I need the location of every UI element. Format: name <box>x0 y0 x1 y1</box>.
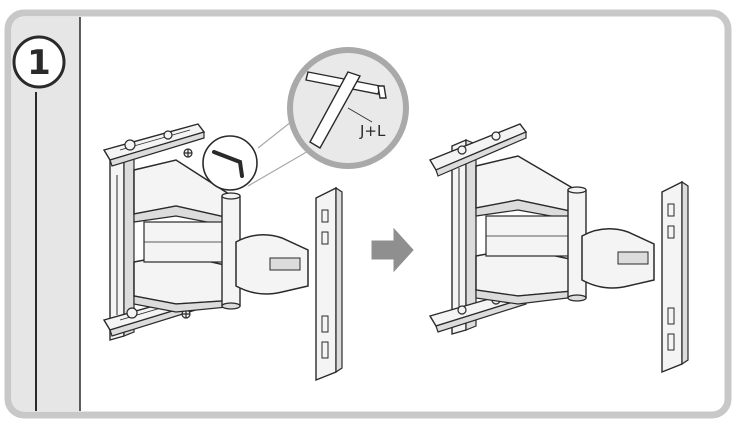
top-screws <box>124 130 193 158</box>
top-rail <box>428 123 528 177</box>
vesa-bracket <box>315 186 343 382</box>
tool-small-magnifier <box>202 135 258 191</box>
step-badge-circle <box>12 35 66 89</box>
wall-plate <box>109 146 135 341</box>
mount-assembly-before <box>102 123 343 382</box>
step-number-badge: 1 <box>12 35 66 89</box>
step-number: 1 <box>27 43 51 83</box>
hex-key-small-icon <box>212 150 244 178</box>
tool-callout: J+L <box>247 47 409 187</box>
vesa-bracket <box>661 180 689 374</box>
step-sidebar <box>12 17 80 411</box>
hex-key-icon <box>305 71 387 149</box>
mount-assembly-after <box>428 123 689 374</box>
tool-label: J+L <box>359 122 386 140</box>
right-arrow-icon <box>371 227 414 273</box>
